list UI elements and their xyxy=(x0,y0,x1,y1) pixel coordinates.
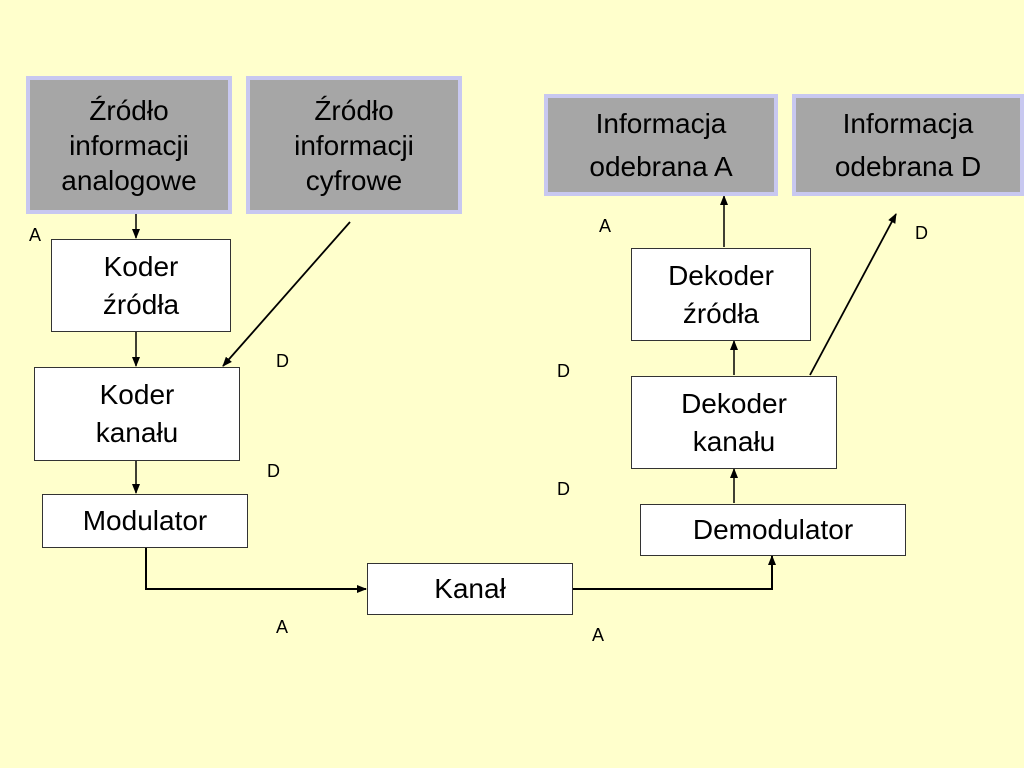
signal-label-channel-decoder-out: D xyxy=(557,361,570,381)
analog-source-block: Źródło informacji analogowe xyxy=(26,76,232,214)
arrow-modulator-to-channel xyxy=(145,547,367,593)
channel-label: Kanał xyxy=(434,573,506,605)
received-analog-label: Informacja odebrana A xyxy=(589,107,733,182)
digital-source-block: Źródło informacji cyfrowe xyxy=(246,76,462,214)
demodulator-block: Demodulator xyxy=(640,504,906,556)
source-coder-block: Koder źródła xyxy=(51,239,231,332)
analog-source-label: Źródło informacji analogowe xyxy=(61,94,197,196)
signal-label-digital-out: D xyxy=(915,223,928,243)
source-decoder-block: Dekoder źródła xyxy=(631,248,811,341)
channel-decoder-block: Dekoder kanału xyxy=(631,376,837,469)
signal-label-analog-in: A xyxy=(29,225,42,245)
signal-label-modulated-out: A xyxy=(276,617,289,637)
signal-label-demod-out: D xyxy=(557,479,570,499)
received-digital-block: Informacja odebrana D xyxy=(792,94,1024,196)
arrow-channel-to-demodulator xyxy=(572,555,776,590)
demodulator-label: Demodulator xyxy=(692,514,854,546)
source-coder-label: Koder źródła xyxy=(102,250,180,320)
arrow-channel-decoder-to-received-d xyxy=(809,213,897,376)
received-analog-block: Informacja odebrana A xyxy=(544,94,778,196)
source-decoder-label: Dekoder źródła xyxy=(668,259,774,329)
received-digital-label: Informacja odebrana D xyxy=(834,107,982,182)
signal-label-channel-out: A xyxy=(592,625,605,645)
arrow-digital-source-to-channel-coder xyxy=(222,221,351,367)
modulator-block: Modulator xyxy=(42,494,248,548)
channel-block: Kanał xyxy=(367,563,573,615)
channel-decoder-label: Dekoder kanału xyxy=(681,387,787,457)
modulator-label: Modulator xyxy=(82,505,208,537)
signal-label-after-channel-coder: D xyxy=(267,461,280,481)
channel-coder-label: Koder kanału xyxy=(95,379,179,448)
signal-label-digital-in: D xyxy=(276,351,289,371)
digital-source-label: Źródło informacji cyfrowe xyxy=(294,94,414,196)
channel-coder-block: Koder kanału xyxy=(34,367,240,461)
signal-label-analog-out: A xyxy=(599,216,612,236)
